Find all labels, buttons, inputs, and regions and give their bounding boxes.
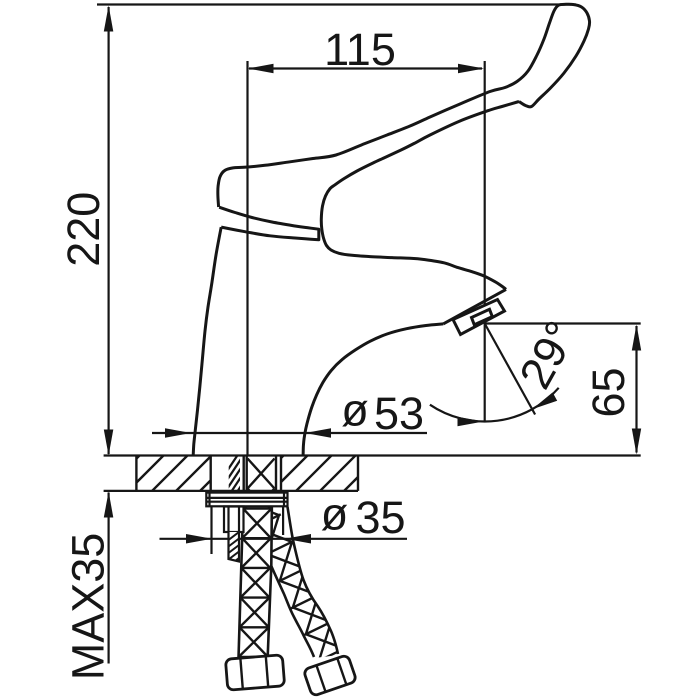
- svg-text:115: 115: [324, 24, 396, 75]
- svg-text:35: 35: [355, 492, 405, 543]
- svg-text:MAX35: MAX35: [63, 533, 114, 681]
- svg-text:65: 65: [583, 367, 634, 417]
- svg-text:ø: ø: [321, 489, 349, 540]
- svg-text:ø: ø: [341, 385, 369, 436]
- svg-text:220: 220: [58, 192, 109, 267]
- svg-text:53: 53: [374, 388, 424, 439]
